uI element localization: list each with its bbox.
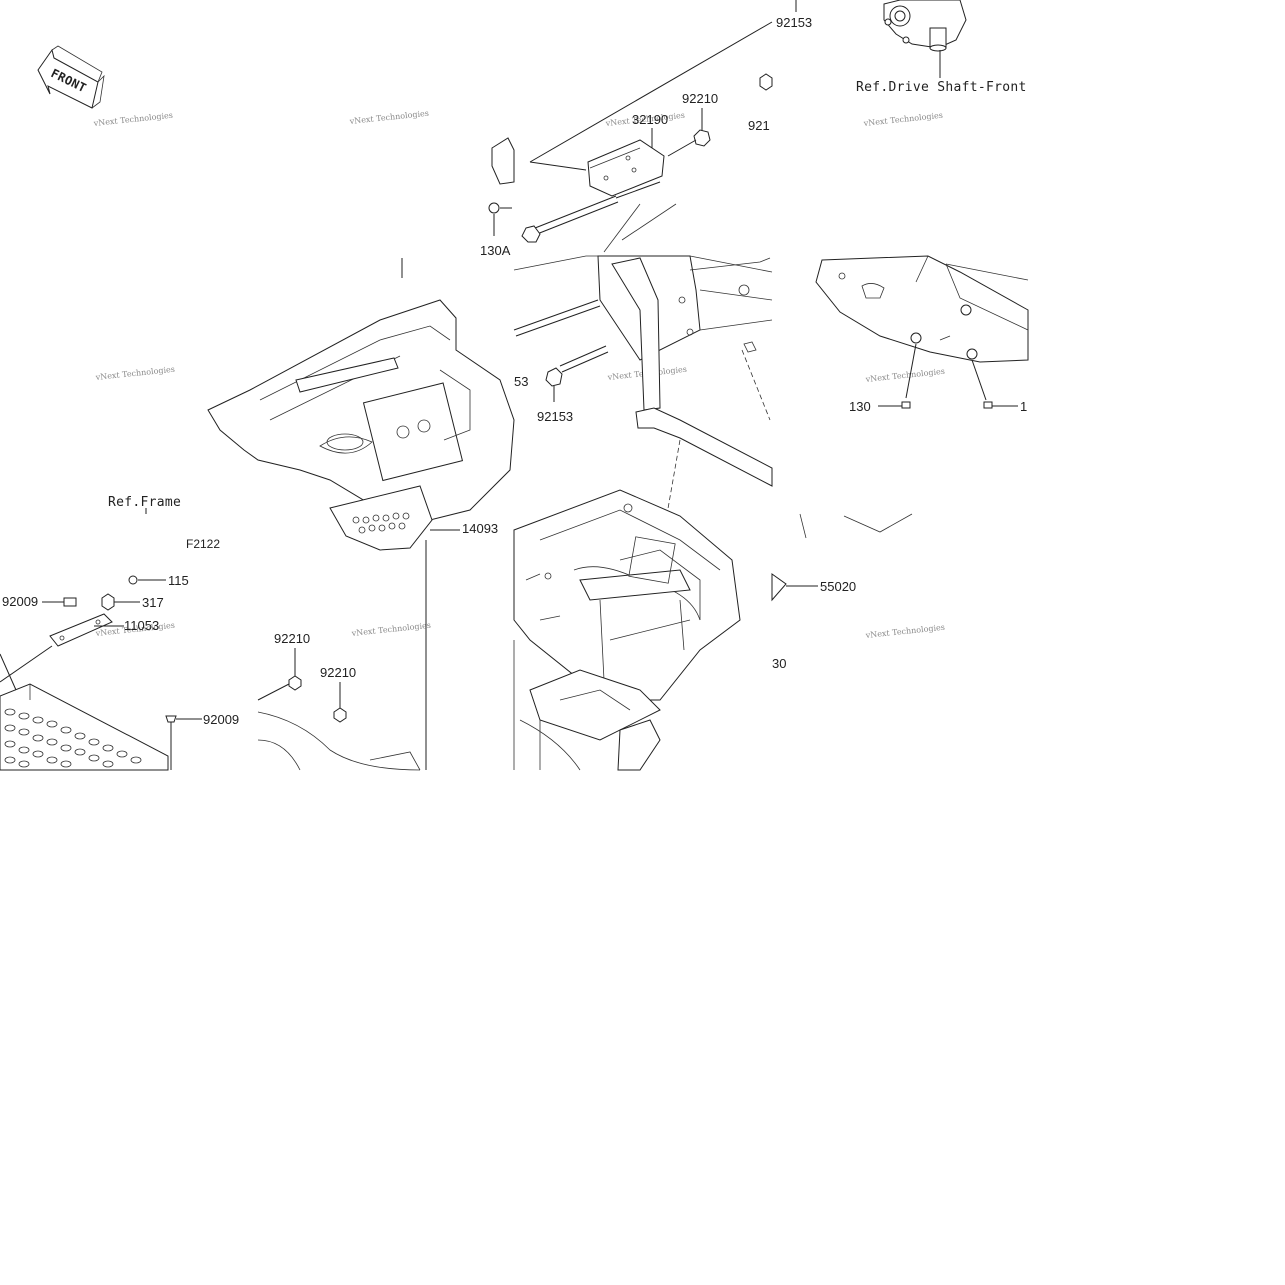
front-skid-assembly: 14093 [207, 258, 515, 770]
watermark-8: vNext Technologies [864, 367, 945, 384]
right-skid-plate: 130 1 55020 30 [771, 255, 1029, 671]
part-130A: 130A [480, 243, 511, 258]
part-11053: 11053 [124, 618, 159, 633]
part-32190: 32190 [632, 112, 668, 127]
figure-code: F2122 [186, 537, 220, 551]
part-130: 130 [849, 399, 871, 414]
step-board-assembly: 115 92009 317 11053 9200 [0, 573, 239, 771]
lower-middle-fender: 92210 92210 [257, 631, 421, 771]
part-92210-top: 92210 [682, 91, 718, 106]
watermark-1: vNext Technologies [92, 111, 173, 128]
ref-drive-shaft-label: Ref.Drive Shaft-Front [856, 80, 1027, 95]
part-115: 115 [168, 573, 189, 588]
watermark-4: vNext Technologies [862, 111, 943, 128]
part-92153-mid: 92153 [537, 409, 573, 424]
part-92153-top: 92153 [776, 15, 812, 30]
part-55020: 55020 [820, 579, 856, 594]
part-92210-b: 92210 [320, 665, 356, 680]
part-14093: 14093 [462, 521, 498, 536]
part-92009-low: 92009 [203, 712, 239, 727]
top-hardware: 92153 921 92210 32190 130A [480, 0, 812, 258]
ref-frame-label: Ref.Frame [108, 495, 181, 510]
part-317: 317 [142, 595, 164, 610]
watermark-10: vNext Technologies [350, 621, 431, 638]
part-921: 921 [748, 118, 770, 133]
part-30: 30 [772, 656, 786, 671]
part-53: 53 [514, 374, 528, 389]
part-1: 1 [1020, 399, 1027, 414]
part-92009-left: 92009 [2, 594, 38, 609]
watermark-2: vNext Technologies [348, 109, 429, 126]
part-92210-a: 92210 [274, 631, 310, 646]
watermark-5: vNext Technologies [94, 365, 175, 382]
watermark-12: vNext Technologies [864, 623, 945, 640]
drive-shaft-front-assembly: Ref.Drive Shaft-Front [856, 0, 1027, 95]
center-frame-assembly: 53 92153 [513, 203, 773, 771]
front-arrow-icon: FRONT [37, 45, 105, 109]
